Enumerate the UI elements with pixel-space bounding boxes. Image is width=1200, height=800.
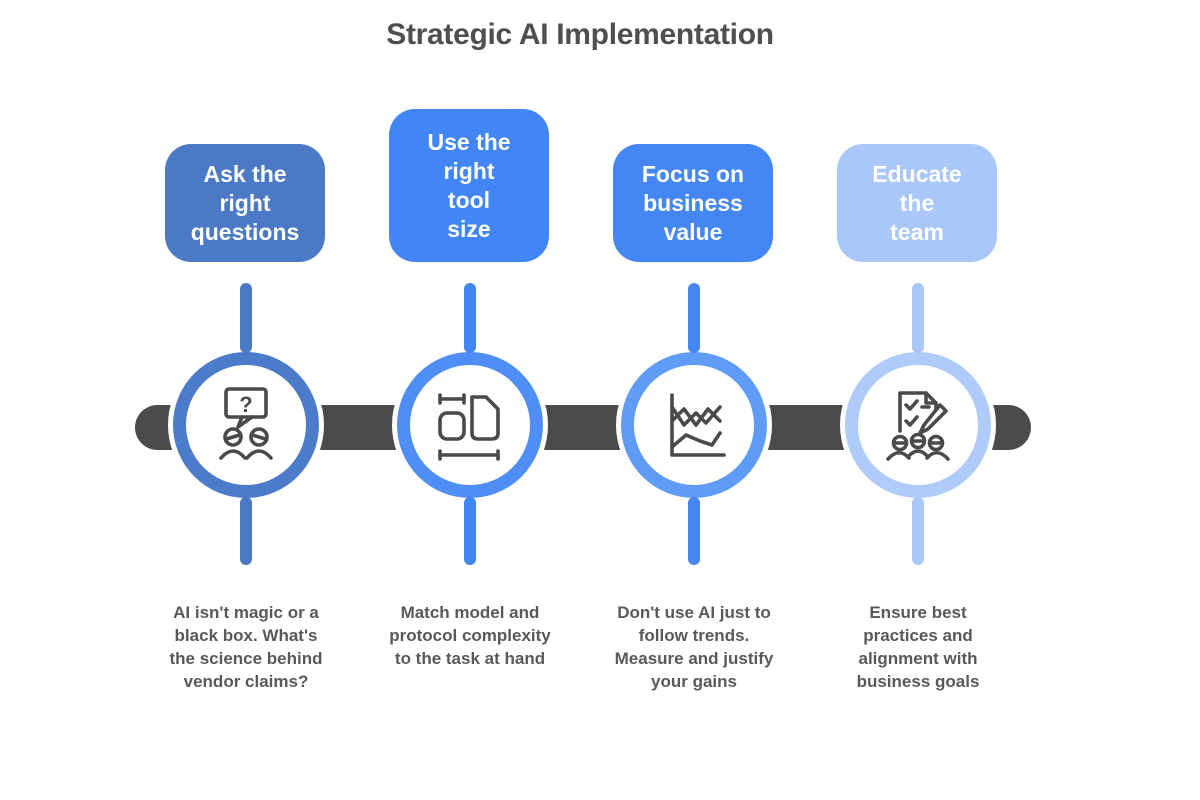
step-description: Ensure best practices and alignment with… (856, 603, 980, 691)
step-description: AI isn't magic or a black box. What's th… (169, 603, 323, 691)
step-ask-questions: Ask the right questions ? AI isn't magic… (134, 0, 358, 800)
connector-stem-bottom (688, 497, 700, 565)
connector-stem-top (240, 283, 252, 353)
connector-stem-top (688, 283, 700, 353)
step-description: Match model and protocol complexity to t… (389, 603, 551, 668)
connector-stem-top (912, 283, 924, 353)
question-discussion-icon: ? (202, 381, 290, 469)
connector-stem-bottom (240, 497, 252, 565)
step-label-box: Use the right tool size (389, 109, 549, 262)
team-training-icon (874, 381, 962, 469)
step-tool-size: Use the right tool size Match model and … (358, 0, 582, 800)
connector-stem-bottom (464, 497, 476, 565)
step-label-box: Educate the team (837, 144, 997, 262)
step-educate-team: Educate the team Ensure best practices a… (806, 0, 1030, 800)
step-label-box: Focus on business value (613, 144, 773, 262)
step-business-value: Focus on business value Don't use AI jus… (582, 0, 806, 800)
size-comparison-icon (426, 381, 514, 469)
step-label-box: Ask the right questions (165, 144, 325, 262)
page-title: Strategic AI Implementation (386, 18, 774, 51)
svg-text:?: ? (239, 392, 252, 417)
line-chart-icon (650, 381, 738, 469)
connector-stem-top (464, 283, 476, 353)
connector-stem-bottom (912, 497, 924, 565)
step-description: Don't use AI just to follow trends. Meas… (614, 603, 774, 691)
